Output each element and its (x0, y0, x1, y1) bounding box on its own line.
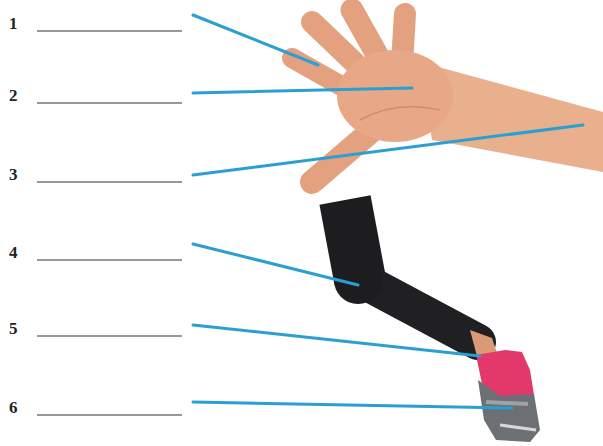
callout-number: 3 (9, 165, 18, 185)
callout-number: 6 (9, 398, 18, 418)
leader-lines (193, 15, 583, 408)
callout-number: 5 (9, 319, 18, 339)
callout-number: 4 (9, 243, 18, 263)
callout-number: 1 (9, 14, 18, 34)
callout-number: 2 (9, 86, 18, 106)
answer-lines (37, 31, 182, 415)
